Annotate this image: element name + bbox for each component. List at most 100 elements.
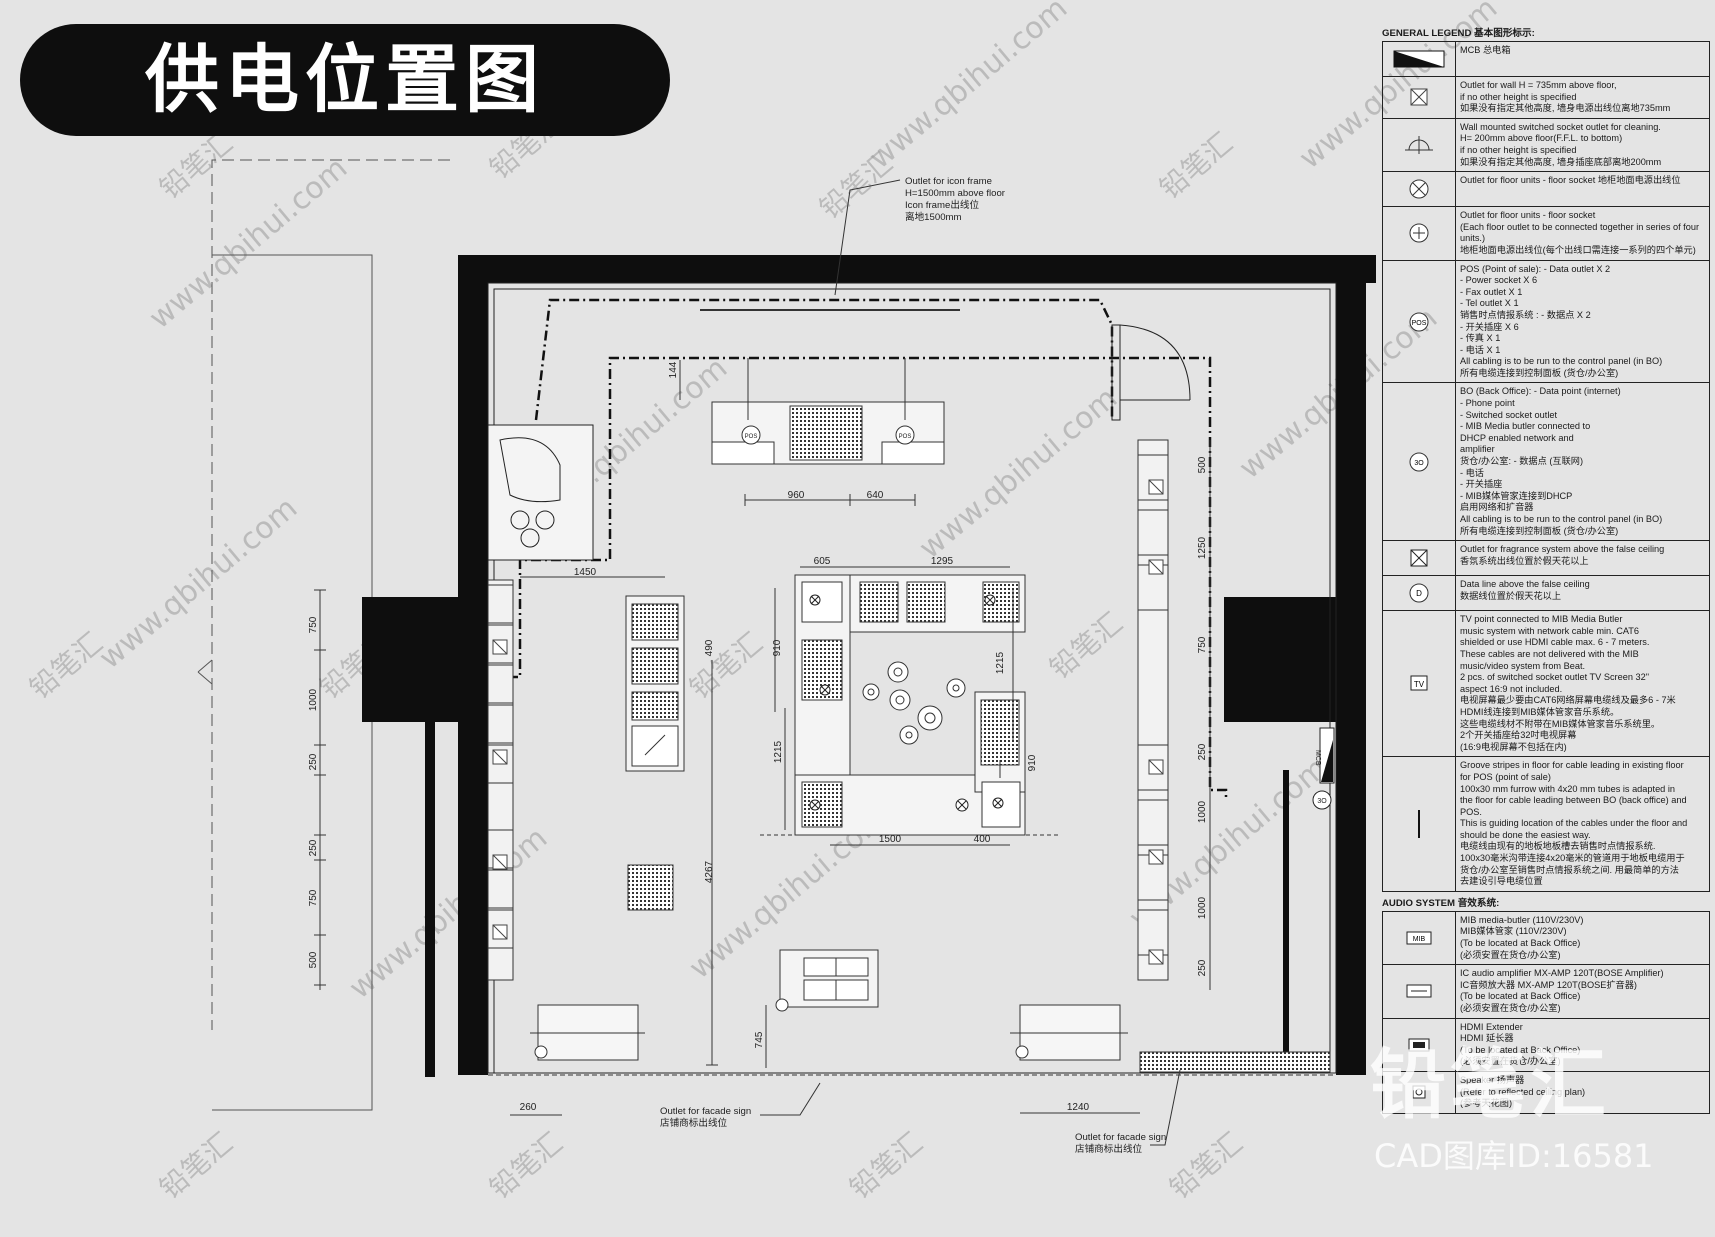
dim-label: 1450 (574, 567, 597, 578)
fragrance-outlet-icon (1383, 541, 1456, 576)
audio-legend-text: IC audio amplifier MX-AMP 120T(BOSE Ampl… (1460, 968, 1664, 1013)
legend-row: Outlet for wall H = 735mm above floor, i… (1383, 77, 1710, 119)
svg-text:3O: 3O (1414, 460, 1424, 467)
bo-label: 3O (1317, 798, 1327, 805)
audio-legend-text: HDMI Extender HDMI 延长器 (To be located at… (1460, 1021, 1581, 1067)
dim-label: 1215 (773, 740, 784, 763)
dim-label: 1240 (1067, 1102, 1090, 1113)
legend-row: TV TV point connected to MIB Media Butler… (1383, 611, 1710, 758)
svg-text:MIB: MIB (1413, 936, 1426, 943)
amplifier-icon (1383, 965, 1456, 1018)
audio-legend-row: HDMI Extender HDMI 延长器 (To be located at… (1383, 1018, 1710, 1072)
pos-symbol (741, 425, 761, 445)
watermark-brand: 铅笔汇 (1163, 1126, 1249, 1205)
watermark-brand: 铅笔汇 (23, 626, 109, 705)
circle-table-group (862, 661, 966, 745)
legend-heading: GENERAL LEGEND 基本图形标示: (1382, 28, 1535, 39)
pos-icon: POS (1383, 260, 1456, 383)
dim-label: 960 (788, 490, 805, 501)
entrance-display-table (775, 949, 879, 1012)
pos-symbol-label: POS (745, 434, 758, 440)
interior-dimension-lines (510, 360, 1211, 1116)
left-gondola (625, 595, 685, 772)
wall-outlet-markers (492, 479, 1164, 965)
dim-label: 250 (1197, 743, 1208, 760)
audio-legend-text: Speaker 扬声器 (Refer to reflected ceiling … (1460, 1074, 1586, 1109)
watermark-brand: 铅笔汇 (813, 146, 899, 225)
audio-legend-row: IC audio amplifier MX-AMP 120T(BOSE Ampl… (1383, 965, 1710, 1019)
watermark-brand: 铅笔汇 (483, 1126, 569, 1205)
hdmi-extender-icon (1383, 1018, 1456, 1071)
legend-text: POS (Point of sale): - Data outlet X 2 -… (1460, 263, 1663, 378)
watermark-site: www.qbihui.com (343, 821, 555, 1006)
dim-label: 490 (704, 639, 715, 656)
dim-label: 1500 (879, 834, 902, 845)
mcb-panel: MCB 3O (1312, 727, 1335, 810)
brand-watermark: 铅笔汇 (1370, 1040, 1610, 1129)
dim-label: 144 (668, 361, 679, 378)
dim-label: 1295 (931, 556, 954, 567)
legend-text: Outlet for fragrance system above the fa… (1460, 544, 1665, 566)
callout-leaders (760, 179, 1181, 1146)
legend-text: MCB 总电箱 (1460, 45, 1511, 55)
central-island (760, 574, 1060, 836)
legend-text: Wall mounted switched socket outlet for … (1460, 121, 1662, 167)
legend-row: Outlet for floor units - floor socket 地柜… (1383, 172, 1710, 208)
svg-text:POS: POS (1412, 320, 1427, 327)
legend-text: Groove stripes in floor for cable leadin… (1460, 760, 1688, 887)
floor-socket-markers (809, 594, 1004, 812)
legend-row: Outlet for fragrance system above the fa… (1383, 541, 1710, 577)
legend-row: Outlet for floor units - floor socket (E… (1383, 207, 1710, 261)
back-office-icon: 3O (1383, 383, 1456, 541)
svg-text:TV: TV (1414, 680, 1425, 689)
dim-label: 750 (308, 889, 319, 906)
dim-label: 260 (520, 1102, 537, 1113)
dim-label: 1000 (308, 688, 319, 711)
wall-outlet-icon (1383, 77, 1456, 118)
partition-lines (488, 298, 1228, 800)
dim-label: 910 (1027, 754, 1038, 771)
legend-text: Outlet for floor units - floor socket 地柜… (1460, 175, 1681, 186)
dim-label: 4267 (704, 860, 715, 883)
dim-label: 640 (867, 490, 884, 501)
audio-heading: AUDIO SYSTEM 音效系统: (1382, 897, 1500, 909)
dressing-niche (487, 424, 594, 561)
building-walls (362, 255, 1376, 1077)
dim-label: 750 (308, 616, 319, 633)
dim-label: 500 (1197, 456, 1208, 473)
pos-symbol (895, 425, 915, 445)
small-pouf (627, 864, 674, 911)
legend-row: Wall mounted switched socket outlet for … (1383, 118, 1710, 173)
pos-symbol-label: POS (899, 434, 912, 440)
watermark-brand: 铅笔汇 (1153, 126, 1239, 205)
legend-row: MCB 总电箱 (1383, 42, 1710, 77)
data-line-icon: D (1383, 576, 1456, 611)
dim-label: 1250 (1197, 536, 1208, 559)
watermark-brand: 铅笔汇 (153, 126, 239, 205)
dim-label: 250 (308, 753, 319, 770)
dim-label: 1000 (1197, 896, 1208, 919)
cleaning-socket-icon (1383, 118, 1456, 172)
right-wall-shelving (1137, 439, 1169, 981)
left-dimension-chain (314, 589, 326, 990)
legend-text: TV point connected to MIB Media Butler m… (1460, 614, 1676, 752)
audio-legend-row: Speaker 扬声器 (Refer to reflected ceiling … (1383, 1071, 1710, 1114)
legend-row: Groove stripes in floor for cable leadin… (1383, 757, 1710, 892)
brand-id-watermark: CAD图库ID:16581 (1374, 1137, 1654, 1175)
legend-row: POS POS (Point of sale): - Data outlet X … (1383, 260, 1710, 384)
dim-label: 250 (1197, 959, 1208, 976)
tv-point-icon: TV (1383, 611, 1456, 757)
dim-label: 250 (308, 839, 319, 856)
mib-icon: MIB (1383, 911, 1456, 965)
floor-socket-icon (1383, 172, 1456, 207)
svg-text:D: D (1416, 589, 1422, 598)
dim-label: 1215 (995, 651, 1006, 674)
watermark-site: www.qbihui.com (93, 491, 305, 676)
